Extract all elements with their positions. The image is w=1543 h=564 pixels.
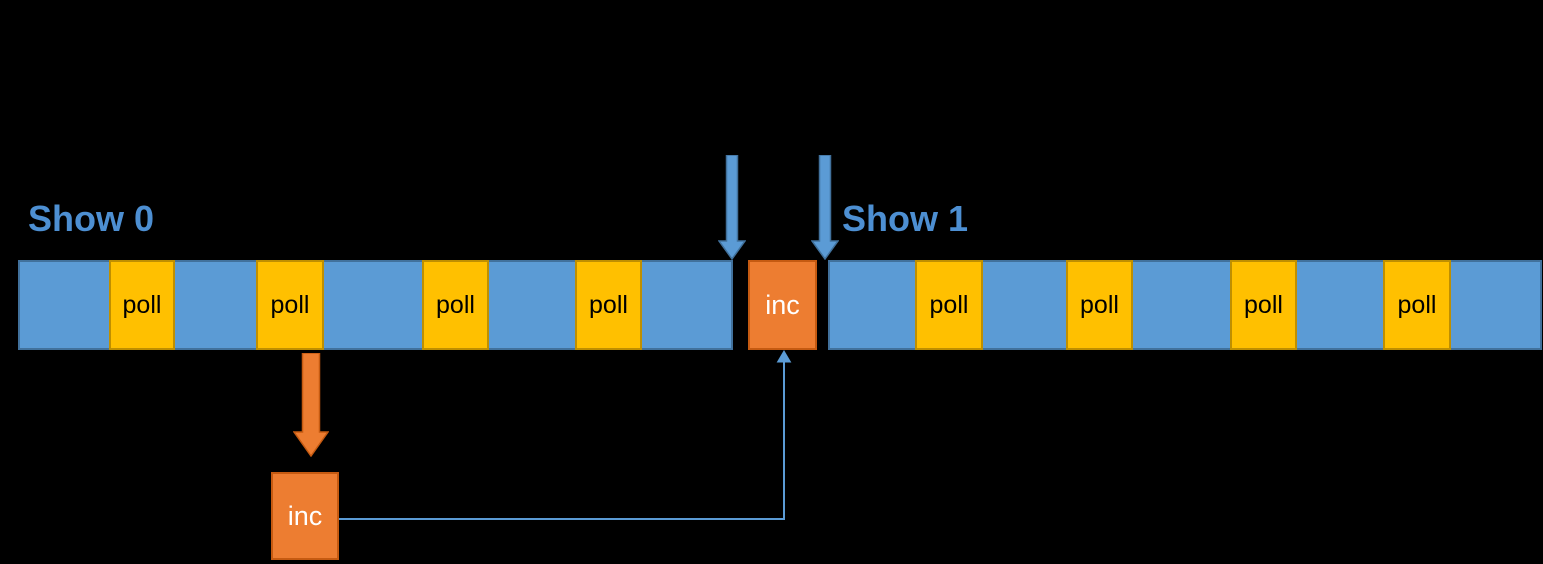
poll-block: poll: [1066, 260, 1133, 350]
poll-block: poll: [575, 260, 642, 350]
poll-block: poll: [1383, 260, 1451, 350]
poll-block: poll: [422, 260, 489, 350]
show0-end-arrow-icon: [718, 155, 746, 260]
deferred-inc-return-arrow-icon: [339, 350, 792, 520]
poll-block: poll: [915, 260, 983, 350]
deferred-inc-block: inc: [271, 472, 339, 560]
poll-block: poll: [256, 260, 324, 350]
show1-start-arrow-icon: [811, 155, 839, 260]
inc-block: inc: [748, 260, 817, 350]
show-1-label: Show 1: [842, 198, 969, 239]
poll-block: poll: [109, 260, 175, 350]
show-0-label: Show 0: [28, 198, 155, 239]
poll-block: poll: [1230, 260, 1297, 350]
poll-defer-arrow-icon: [293, 353, 329, 457]
